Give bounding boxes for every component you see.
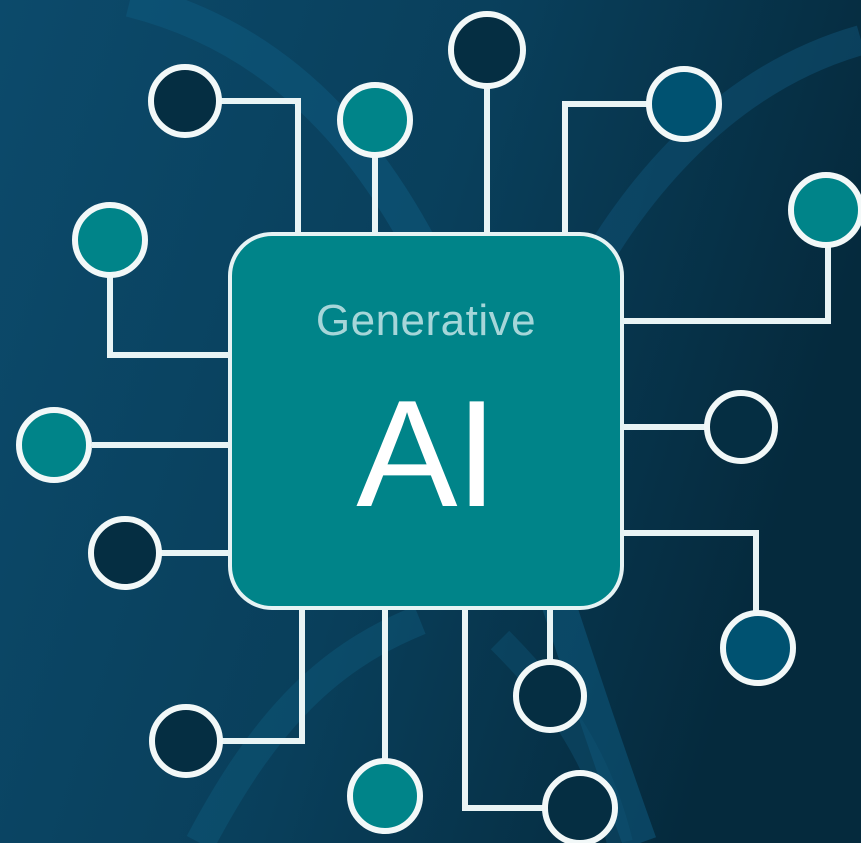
circuit-traces [92, 86, 831, 811]
ai-chip: Generative AI [228, 232, 624, 610]
chip-subtitle: Generative [315, 296, 537, 345]
node-circle-bottom-4 [542, 770, 618, 843]
chip-title: AI [356, 369, 498, 539]
node-circle-right-1 [788, 172, 861, 248]
node-circle-bottom-3 [513, 659, 587, 733]
node-circle-left-3 [88, 516, 162, 590]
node-circle-top-4 [646, 66, 722, 142]
node-circle-right-2 [704, 390, 778, 464]
node-circle-top-2 [337, 82, 413, 158]
node-circle-top-1 [148, 64, 222, 138]
node-circle-right-3 [720, 610, 796, 686]
node-circle-bottom-1 [149, 704, 223, 778]
node-circle-top-3 [448, 11, 526, 89]
node-circle-left-1 [72, 202, 148, 278]
circuit-nodes [16, 11, 861, 843]
node-circle-left-2 [16, 407, 92, 483]
node-circle-bottom-2 [347, 758, 423, 834]
